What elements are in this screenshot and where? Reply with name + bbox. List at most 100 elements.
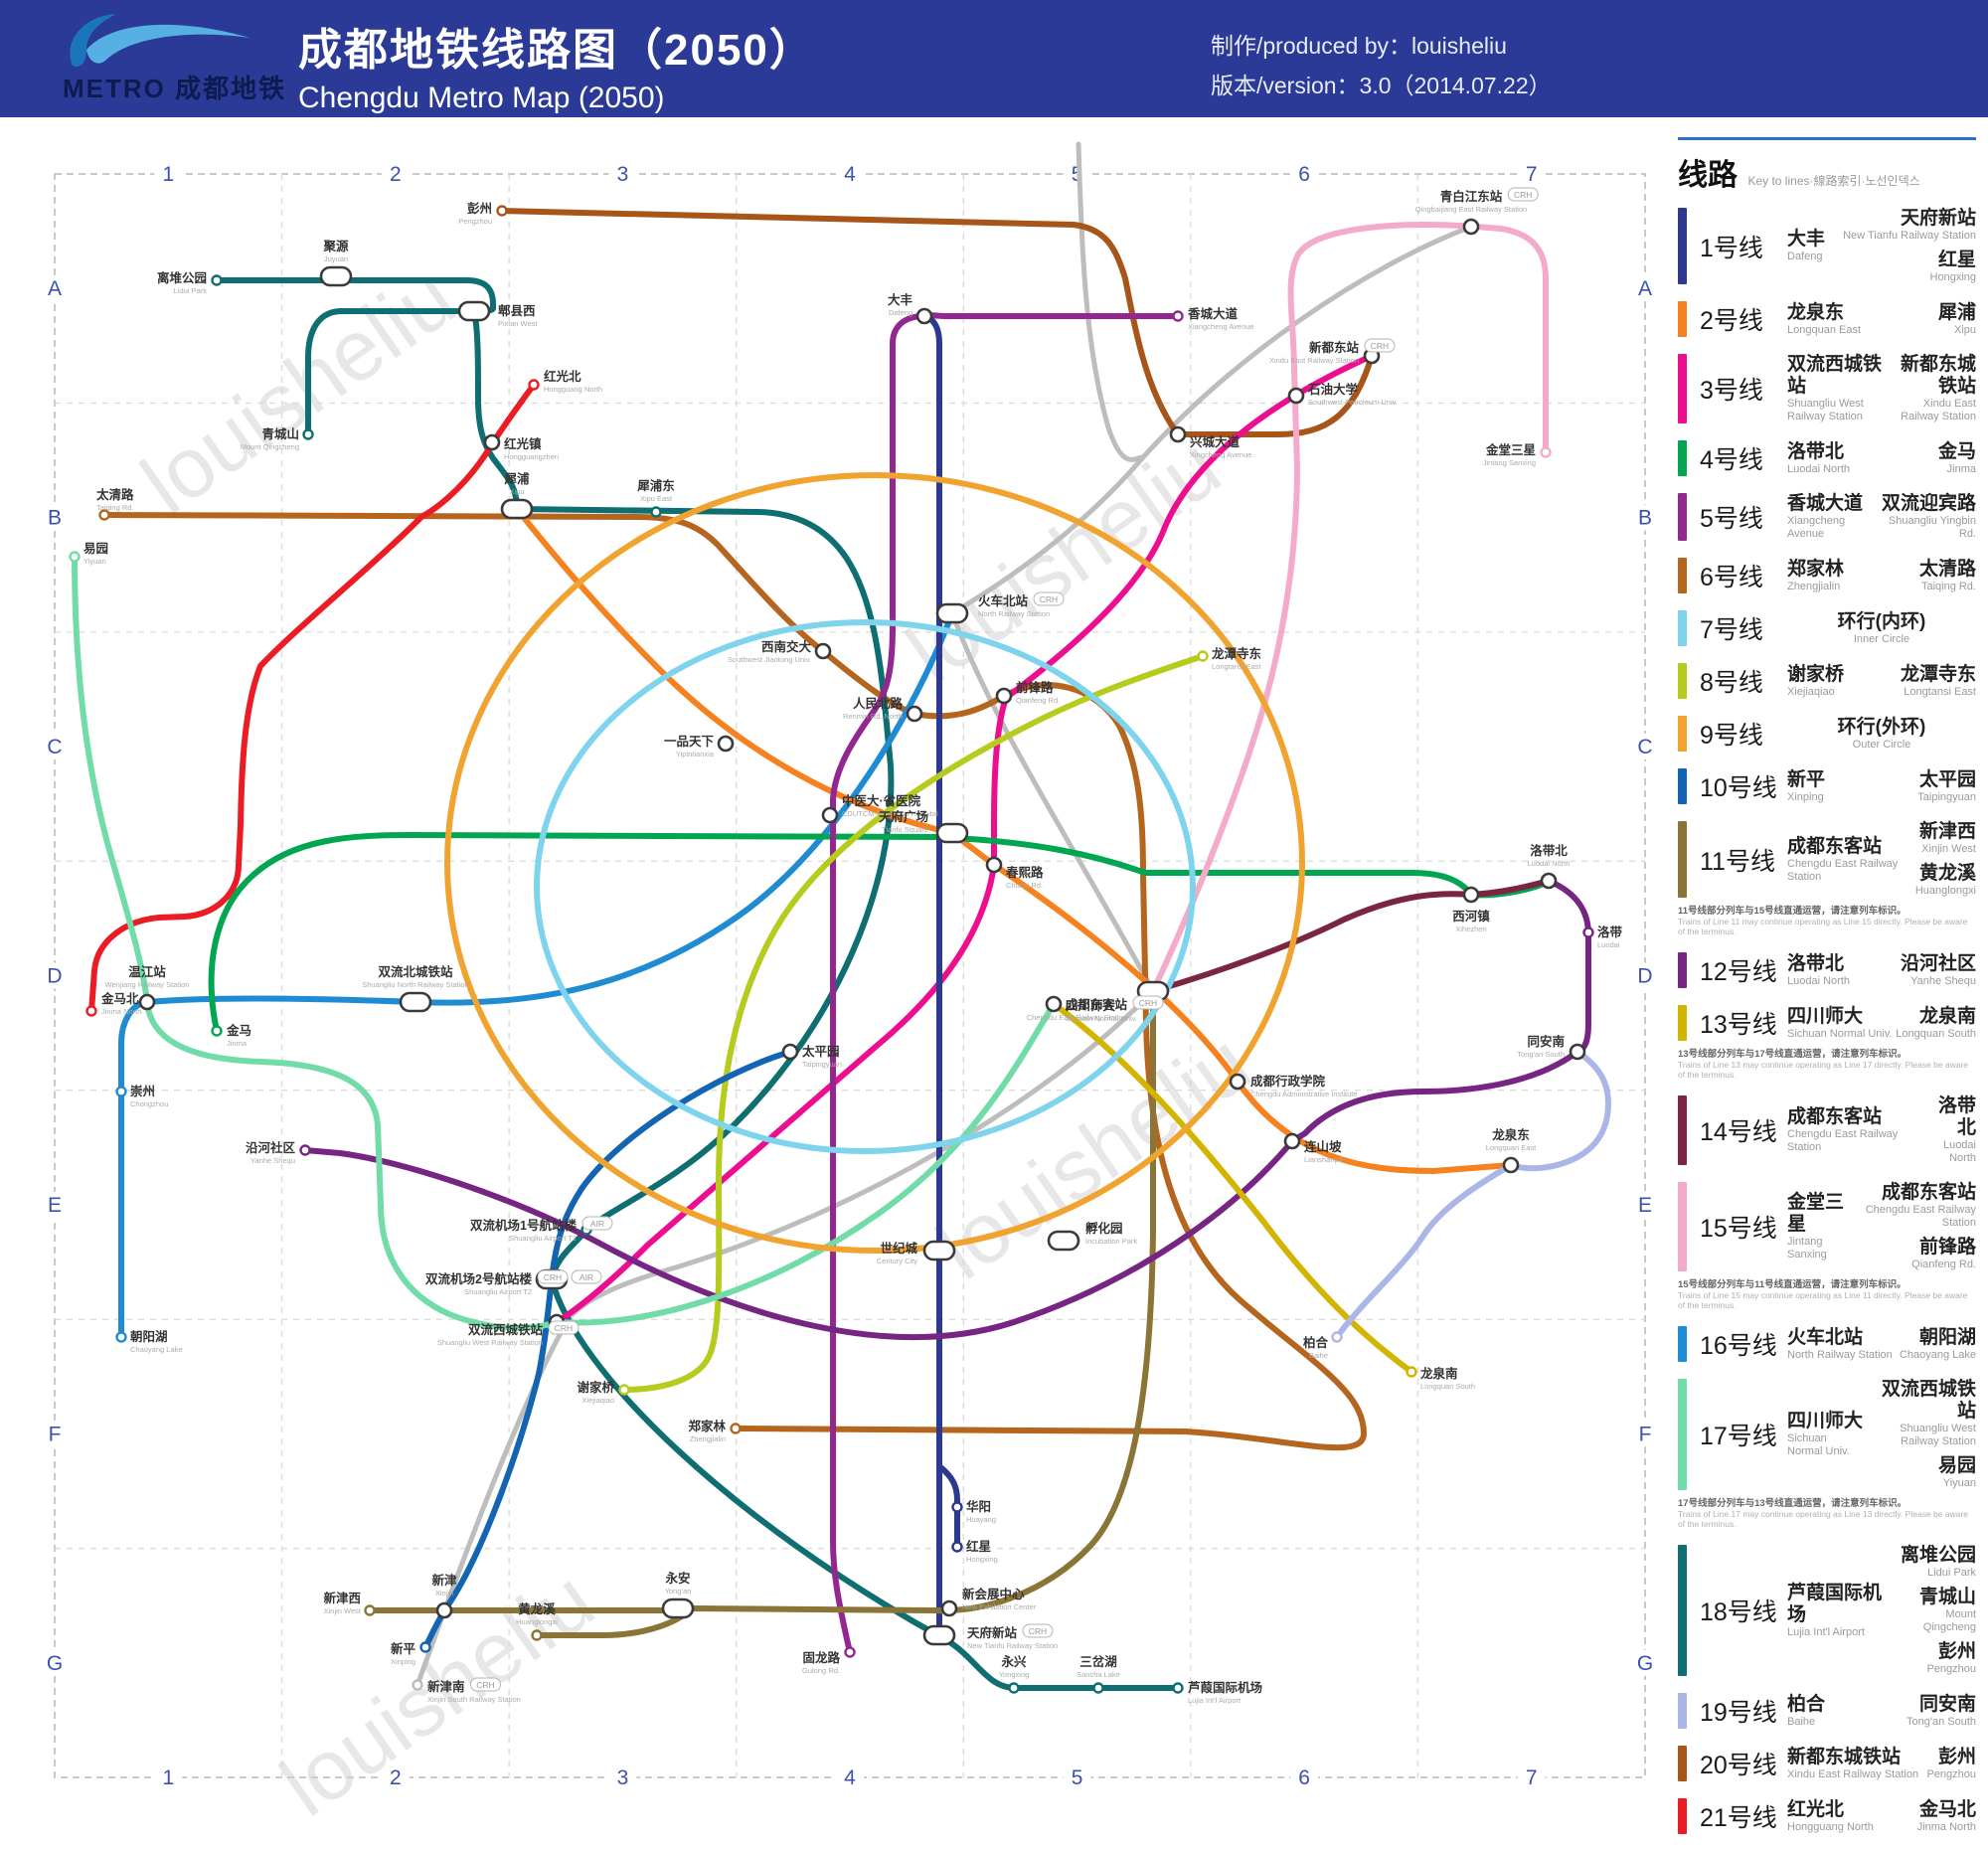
grid-label-bg (608, 1765, 637, 1790)
station-marker (211, 1025, 223, 1037)
grid-col-label-bottom: 4 (844, 1766, 856, 1789)
station-marker (951, 1501, 963, 1513)
station-label-en: Hongguang North (544, 385, 602, 394)
station-marker-interchange (1287, 387, 1305, 405)
grid-label-bg (41, 962, 69, 989)
station-label-en: Southwest Petroleum Univ. (1308, 398, 1398, 407)
station-marker-interchange (1502, 1156, 1520, 1174)
station-label-zh: 新都东站 (1309, 340, 1360, 355)
station-label-zh: 固龙路 (802, 1650, 840, 1665)
grid-label-bg (41, 275, 69, 302)
grid-label-bg (381, 161, 410, 187)
line-color-chip (1678, 610, 1687, 646)
station-label-zh: 芦葭国际机场 (1188, 1680, 1262, 1695)
line-name: 19号线 (1700, 1699, 1777, 1727)
line-name: 17号线 (1700, 1423, 1777, 1450)
grid-row-label-right: F (1639, 1423, 1652, 1445)
station-label-zh: 双流西城铁站 (467, 1322, 544, 1337)
grid-row-label-right: D (1637, 965, 1652, 988)
station-marker-interchange (138, 993, 156, 1011)
grid-col-label-top: 6 (1298, 163, 1310, 186)
station-label-zh: 西河镇 (1452, 909, 1490, 924)
station-label-en: Mount Qingcheng (241, 442, 299, 451)
station-label-en: Chunxi Rd. (1006, 881, 1043, 890)
crh-badge (537, 1269, 569, 1284)
station-label-zh: 春熙路 (1005, 865, 1044, 880)
station-label-en: Xinjin South Railway Station (427, 1695, 521, 1704)
station-marker (844, 1646, 856, 1658)
line-name: 2号线 (1700, 307, 1763, 335)
station-label-en: Yanhe Shequ (250, 1156, 295, 1165)
station-marker-interchange (1569, 1043, 1586, 1061)
line-color-chip (1678, 1379, 1687, 1490)
station-label-zh: 朝阳湖 (130, 1329, 168, 1344)
grid-row-label-right: A (1638, 277, 1652, 300)
line-color-chip (1678, 440, 1687, 476)
crh-badge (1364, 338, 1396, 353)
poster-title: 成都地铁线路图（2050） Chengdu Metro Map (2050) (298, 14, 815, 115)
station-label-en: Shuangliu Airport T1 (509, 1234, 577, 1243)
title-zh: 成都地铁线路图（2050） (298, 26, 815, 75)
grid-row-label-left: E (48, 1194, 62, 1217)
metro-line-1号线 (921, 313, 942, 1638)
station-label-zh: 洛带北 (1530, 843, 1568, 858)
station-label-zh: 三岔湖 (1079, 1654, 1117, 1669)
station-marker-interchange (1045, 995, 1063, 1013)
station-label-zh: 龙泉东 (1491, 1127, 1530, 1142)
station-marker-interchange (906, 705, 923, 723)
crh-badge (1022, 1623, 1054, 1638)
station-label-en: Chengdu Administrative Institute (1250, 1090, 1358, 1098)
grid-label-bg (41, 1191, 69, 1218)
title-en: Chengdu Metro Map (2050) (298, 82, 665, 114)
station-marker-interchange (1540, 872, 1558, 890)
station-label-en: Yongxing (999, 1670, 1030, 1679)
line-name: 8号线 (1700, 669, 1763, 697)
grid-label-bg (1517, 1765, 1546, 1790)
grid-label-bg (836, 1765, 864, 1790)
grid-row-label-right: E (1638, 1194, 1652, 1217)
grid-col-label-top: 4 (844, 163, 856, 186)
station-marker-interchange (435, 1601, 453, 1619)
crh-badge-label: CRH (1514, 190, 1532, 200)
station-label-en: Luodai (1597, 940, 1620, 949)
station-label-en: Renmin Rd. North (843, 712, 903, 721)
station-label-zh: 同安南 (1527, 1034, 1565, 1049)
station-label-zh: 新津 (431, 1573, 457, 1588)
station-label-en: Dafeng (889, 308, 912, 317)
station-marker (951, 1541, 963, 1553)
station-label-zh: 成都东客站 (1065, 997, 1127, 1012)
station-marker-major (661, 1597, 695, 1619)
line-name: 10号线 (1700, 774, 1777, 802)
station-label-zh: 金堂三星 (1485, 442, 1536, 457)
line-color-chip (1678, 1545, 1687, 1676)
station-label-zh: 太清路 (96, 487, 134, 502)
